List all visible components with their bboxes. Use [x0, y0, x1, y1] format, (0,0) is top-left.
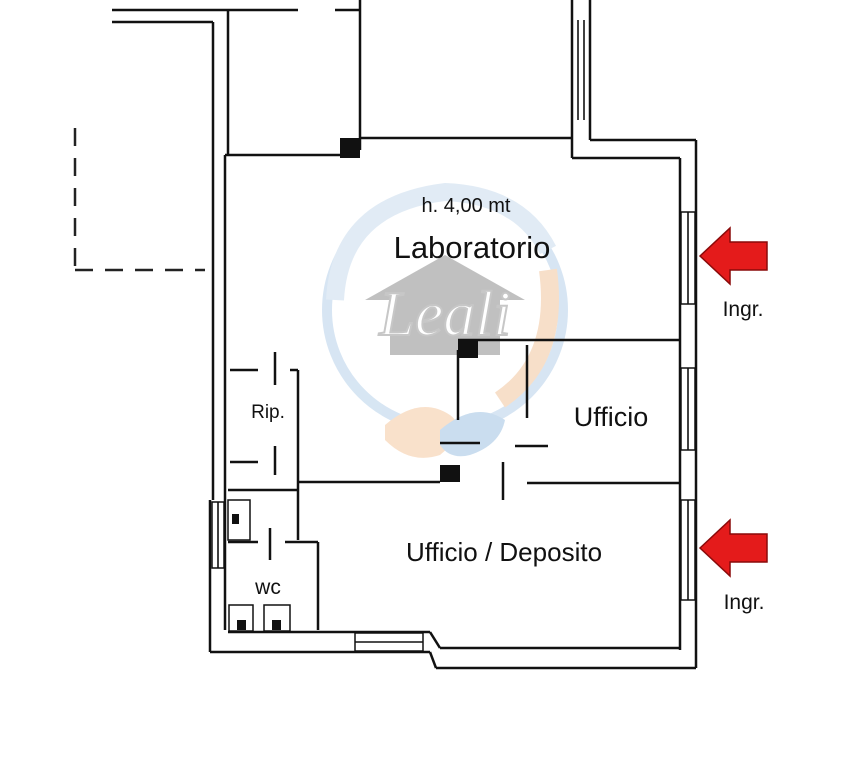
leali-watermark-logo: Leali [322, 182, 568, 458]
pillar [440, 465, 460, 482]
room-label-ufficio: Ufficio [574, 402, 649, 432]
room-label-laboratorio: Laboratorio [394, 230, 551, 265]
entrance-arrow-lower [698, 518, 768, 578]
room-label-wc: wc [254, 576, 281, 599]
height-note: h. 4,00 mt [422, 195, 511, 217]
room-label-ripostiglio: Rip. [251, 402, 285, 423]
windows [211, 211, 696, 652]
pillars [340, 138, 478, 482]
pillar [340, 138, 360, 158]
top-walls [112, 0, 592, 500]
room-label-ufficio-deposito: Ufficio / Deposito [406, 537, 602, 567]
svg-text:Leali: Leali [378, 278, 511, 349]
pillar [458, 340, 478, 358]
entrance-arrow-upper [698, 226, 768, 286]
wc-fixtures [227, 499, 291, 632]
dashed-boundary [73, 128, 205, 272]
entrance-label-lower: Ingr. [724, 591, 765, 614]
interior-walls [228, 338, 680, 630]
perimeter-walls [208, 136, 698, 670]
entrance-label-upper: Ingr. [723, 298, 764, 321]
